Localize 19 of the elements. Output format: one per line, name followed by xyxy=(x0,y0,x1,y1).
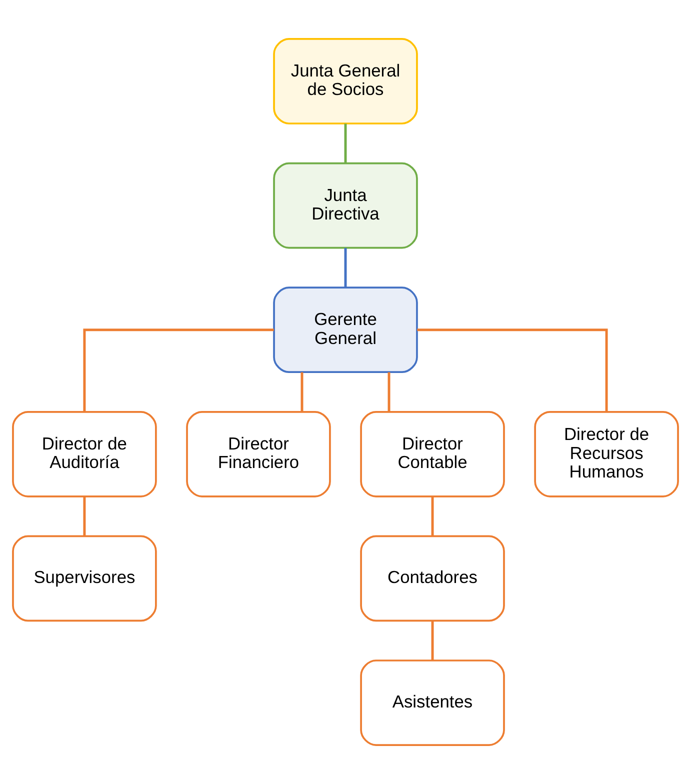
connector xyxy=(431,496,434,536)
connector xyxy=(344,123,347,162)
node-box: Director de Recursos Humanos xyxy=(534,410,679,497)
connector xyxy=(83,328,274,412)
node-box: Gerente General xyxy=(273,286,418,373)
node-box: Junta Directiva xyxy=(273,162,418,248)
node-box: Contadores xyxy=(360,534,505,622)
node-box: Director Financiero xyxy=(186,410,331,497)
node-box: Supervisores xyxy=(12,534,157,622)
node-box: Director Contable xyxy=(360,410,505,497)
connector xyxy=(344,247,347,287)
connector xyxy=(300,372,304,411)
connector xyxy=(417,328,608,412)
node-box: Director de Auditoría xyxy=(12,410,157,497)
node-box: Asistentes xyxy=(360,659,505,746)
connector xyxy=(388,372,390,411)
connector xyxy=(431,620,434,660)
node-box: Junta General de Socios xyxy=(273,38,418,124)
connector xyxy=(83,496,86,536)
